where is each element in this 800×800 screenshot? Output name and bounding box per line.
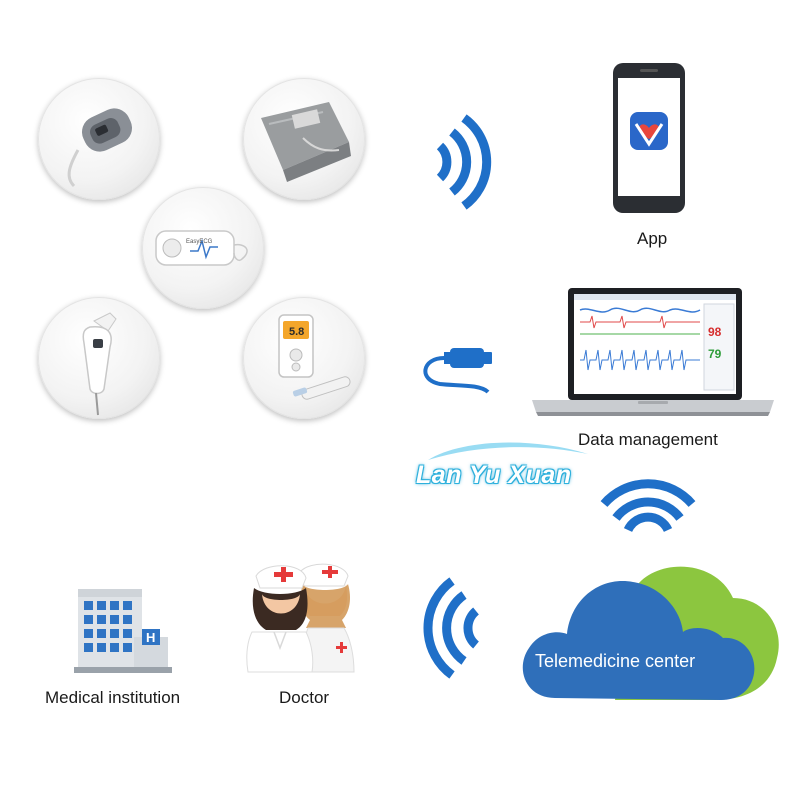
glucose-meter-circle: 5.8 <box>243 297 365 419</box>
monitor-reading-2: 79 <box>708 347 722 361</box>
hospital-building-icon: H <box>74 589 172 673</box>
doctor-nurses-icon <box>246 563 355 673</box>
pulse-oximeter-circle <box>38 78 160 200</box>
watermark-swoosh <box>428 442 588 460</box>
wireless-signal-icon-middle <box>600 479 696 533</box>
monitor-reading-1: 98 <box>708 325 722 339</box>
wireless-signal-icon-top <box>436 114 492 210</box>
doctor-label: Doctor <box>279 688 330 707</box>
ecg-recorder-icon: EasyECG <box>155 230 248 266</box>
bp-cuff-circle <box>243 78 365 200</box>
wireless-signal-icon-bottom <box>423 577 480 679</box>
data-management-label: Data management <box>578 430 718 449</box>
ecg-device-circle: EasyECG <box>142 187 264 309</box>
ear-thermometer-icon <box>82 312 117 416</box>
telemedicine-center-label: Telemedicine center <box>535 651 696 671</box>
pulse-oximeter-icon <box>67 108 133 188</box>
blood-pressure-cuff-icon <box>261 102 351 182</box>
glucose-value-text: 5.8 <box>289 326 304 338</box>
medical-institution-label: Medical institution <box>45 688 181 707</box>
usb-cable-icon <box>423 348 492 394</box>
glucose-meter-icon: 5.8 <box>278 314 351 400</box>
thermometer-circle <box>38 297 160 419</box>
smartphone-icon <box>613 63 685 213</box>
cloud-icon <box>522 566 779 700</box>
app-label: App <box>637 229 668 248</box>
laptop-monitor-icon: 98 79 <box>532 288 774 416</box>
hospital-sign: H <box>146 630 155 645</box>
ecg-brand-text: EasyECG <box>186 239 213 245</box>
watermark-text: Lan Yu Xuan <box>416 461 572 489</box>
